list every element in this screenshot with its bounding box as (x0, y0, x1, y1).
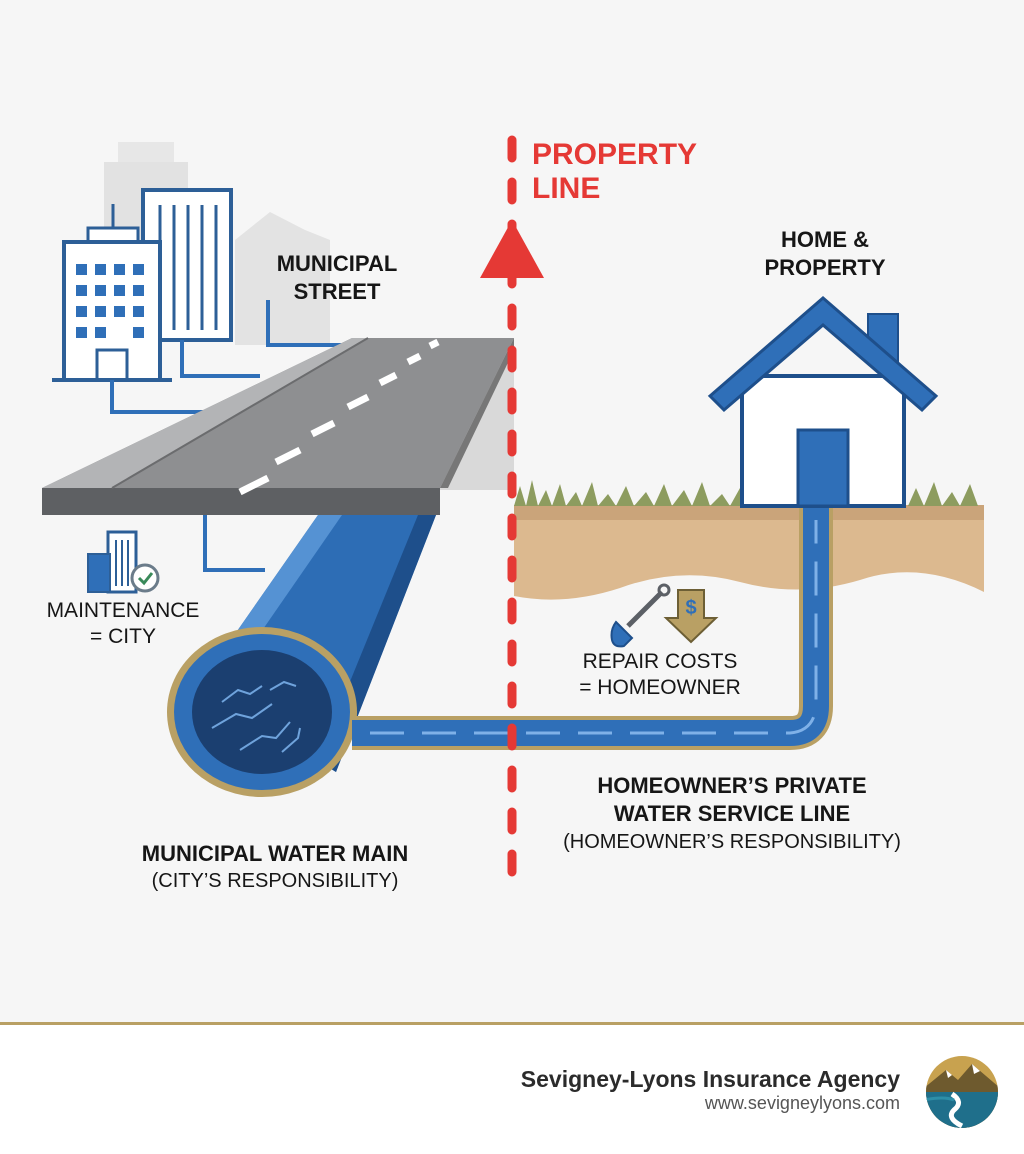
footer-divider (0, 1022, 1024, 1025)
shovel-icon (610, 583, 671, 648)
water-main-title: MUNICIPAL WATER MAIN (141, 841, 409, 866)
svg-text:$: $ (685, 597, 696, 619)
repair-costs-label: REPAIR COSTS = HOMEOWNER (579, 650, 741, 699)
agency-name: Sevigney-Lyons Insurance Agency (520, 1066, 900, 1092)
maintenance-label: MAINTENANCE = CITY (46, 599, 200, 648)
water-main-subtitle: (CITY’S RESPONSIBILITY) (151, 870, 399, 892)
service-line-label: HOMEOWNER’S PRIVATE WATER SERVICE LINE (… (532, 772, 932, 856)
service-line-title-1: HOMEOWNER’S PRIVATE (597, 773, 867, 798)
municipal-street-label: MUNICIPAL STREET (276, 251, 398, 304)
building-check-icon (87, 530, 160, 594)
property-line (480, 135, 544, 897)
service-line-title-2: WATER SERVICE LINE (613, 801, 851, 826)
water-main-label: MUNICIPAL WATER MAIN (CITY’S RESPONSIBIL… (100, 840, 450, 894)
soil-ground (514, 480, 984, 600)
property-line-label: PROPERTY LINE (532, 138, 698, 205)
city-buildings-icon (52, 142, 330, 382)
house-icon (707, 296, 939, 508)
dollar-down-arrow-icon: $ (663, 589, 719, 644)
municipal-water-main (167, 515, 436, 797)
agency-logo-icon (926, 1056, 998, 1128)
private-service-line (352, 506, 833, 750)
agency-url[interactable]: www.sevigneylyons.com (704, 1093, 900, 1113)
municipal-street (42, 337, 514, 515)
home-property-label: HOME & PROPERTY (764, 227, 886, 280)
service-line-subtitle: (HOMEOWNER’S RESPONSIBILITY) (563, 831, 901, 853)
footer: Sevigney-Lyons Insurance Agency www.sevi… (0, 1022, 1024, 1154)
